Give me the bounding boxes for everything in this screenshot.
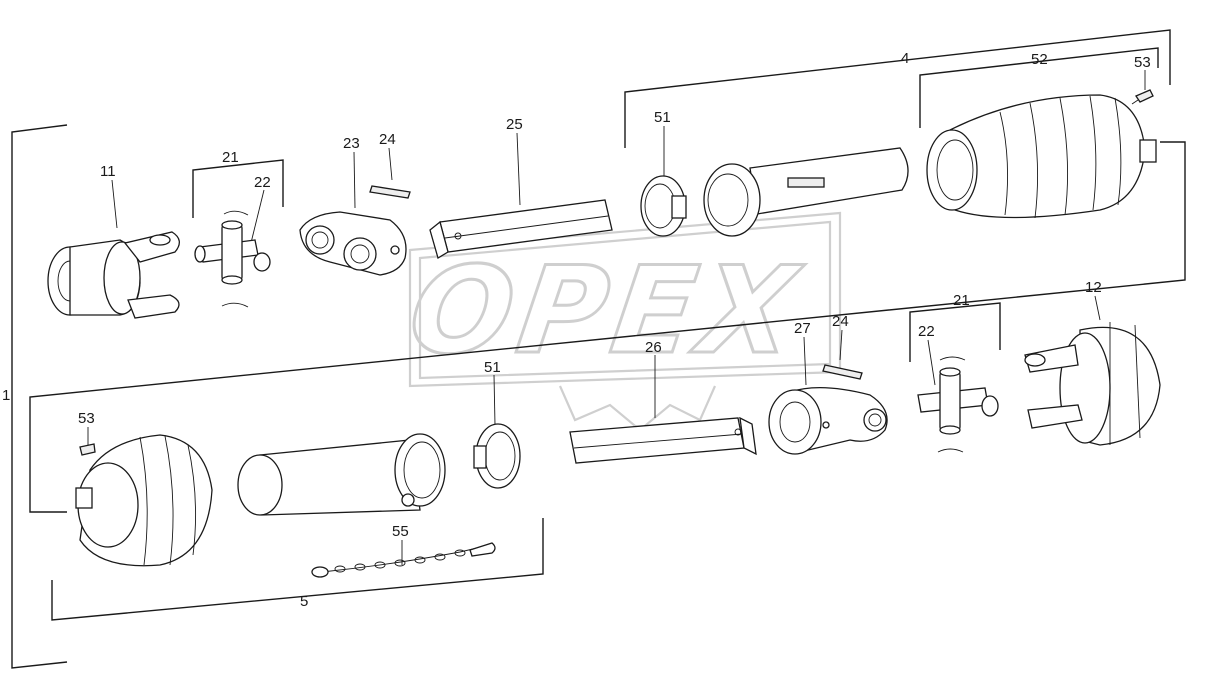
label-27: 27 bbox=[794, 320, 811, 337]
label-22-lower: 22 bbox=[918, 323, 935, 340]
part-24-pin-lower bbox=[822, 364, 863, 380]
label-24-upper: 24 bbox=[379, 131, 396, 148]
part-25-profile-tube bbox=[429, 199, 613, 259]
leader-lines bbox=[87, 70, 1146, 565]
label-52: 52 bbox=[1031, 51, 1048, 68]
label-23: 23 bbox=[343, 135, 360, 152]
part-53-screw-upper bbox=[1131, 89, 1154, 105]
part-51-bearing-ring-lower bbox=[473, 423, 521, 489]
label-11: 11 bbox=[100, 163, 116, 180]
part-53-screw-lower bbox=[79, 443, 96, 456]
part-12-yoke bbox=[1024, 322, 1161, 446]
part-21-cross-joint-upper bbox=[194, 210, 271, 308]
part-24-pin-upper bbox=[369, 185, 411, 199]
label-4: 4 bbox=[901, 50, 909, 67]
part-52-guard-cone-upper bbox=[926, 94, 1157, 219]
label-53-upper: 53 bbox=[1134, 54, 1151, 71]
label-5: 5 bbox=[300, 593, 308, 610]
label-51-upper: 51 bbox=[654, 109, 671, 126]
part-4-outer-tube bbox=[703, 147, 909, 237]
label-55: 55 bbox=[392, 523, 409, 540]
label-26: 26 bbox=[645, 339, 662, 356]
label-25: 25 bbox=[506, 116, 523, 133]
part-27-inner-yoke bbox=[768, 387, 888, 455]
part-5-outer-tube bbox=[237, 433, 446, 516]
part-55-safety-chain bbox=[311, 542, 496, 578]
watermark: OPEX bbox=[400, 211, 842, 432]
label-22-upper: 22 bbox=[254, 174, 271, 191]
part-11-yoke bbox=[47, 231, 180, 319]
label-21-lower: 21 bbox=[953, 292, 970, 309]
part-23-inner-yoke bbox=[299, 211, 407, 276]
reference-labels: 1 4 5 11 12 21 21 22 22 23 24 24 25 26 2… bbox=[2, 50, 1151, 610]
label-53-lower: 53 bbox=[78, 410, 95, 427]
watermark-text: OPEX bbox=[401, 242, 809, 381]
label-51-lower: 51 bbox=[484, 359, 501, 376]
part-26-profile-tube bbox=[569, 416, 757, 464]
label-21-upper: 21 bbox=[222, 149, 239, 166]
label-12: 12 bbox=[1085, 279, 1102, 296]
label-1: 1 bbox=[2, 387, 10, 404]
label-24-lower: 24 bbox=[832, 313, 849, 330]
part-51-bearing-ring-upper bbox=[640, 175, 687, 237]
part-21-cross-joint-lower bbox=[917, 356, 999, 453]
part-guard-cone-lower bbox=[75, 434, 213, 567]
group-brackets bbox=[11, 29, 1186, 669]
